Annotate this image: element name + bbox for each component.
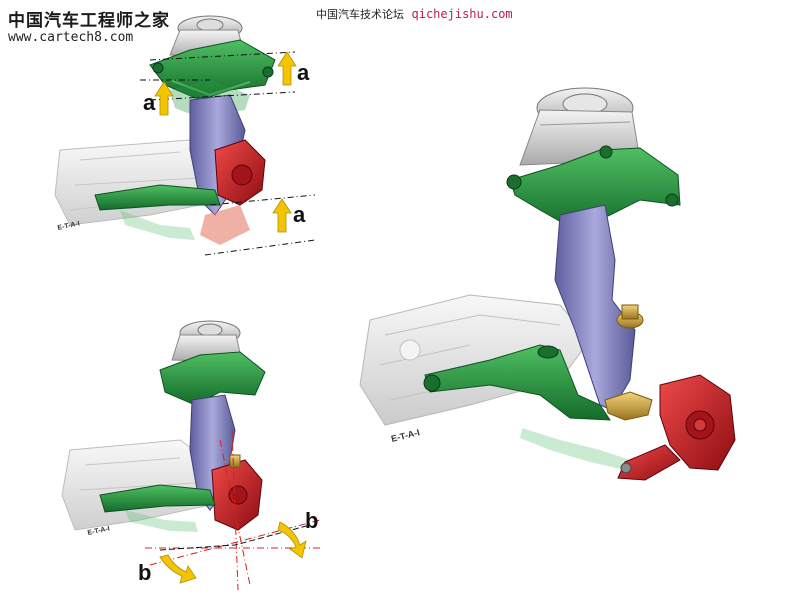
reference-lines [140,51,316,256]
illustration-right-large: E-T-A-I [359,87,736,481]
etai-label: E-T-A-I [390,427,421,444]
label-a-upper: a [297,60,310,85]
label-b-right: b [305,508,318,533]
lower-control-arm [94,184,221,211]
lower-arm-ghost [125,510,198,532]
label-a-lower: a [293,202,306,227]
watermark-site-name: 中国汽车工程师之家 [8,11,170,31]
steering-axes [145,429,321,591]
illustration-bottom-left: E-T-A-I b b [61,320,321,591]
subframe [61,439,216,531]
upright [554,204,636,411]
etai-label: E-T-A-I [87,525,111,537]
watermark-forum: 中国汽车技术论坛 qichejishu.com [316,6,513,22]
lower-control-arm [424,344,611,421]
watermark-forum-url: qichejishu.com [411,7,513,21]
lower-arm-ghost [120,210,195,240]
label-b-left: b [138,560,151,585]
upper-control-arm [159,351,266,406]
watermark-forum-name: 中国汽车技术论坛 [316,8,404,21]
wheel-knuckle [200,139,266,245]
travel-arrows-a [154,51,297,233]
label-a-left: a [143,90,156,115]
ball-joint-lower [604,391,653,421]
watermark-site-url: www.cartech8.com [8,30,134,45]
wheel-knuckle [211,454,263,531]
wheel-knuckle [617,374,736,481]
ball-joint-upper [616,304,644,329]
rotation-arrows-b [159,521,307,584]
lower-arm-ghost [520,428,630,470]
etai-label: E-T-A-I [57,220,81,232]
lower-control-arm [99,484,216,513]
illustration-top-left: E-T-A-I [54,15,316,256]
